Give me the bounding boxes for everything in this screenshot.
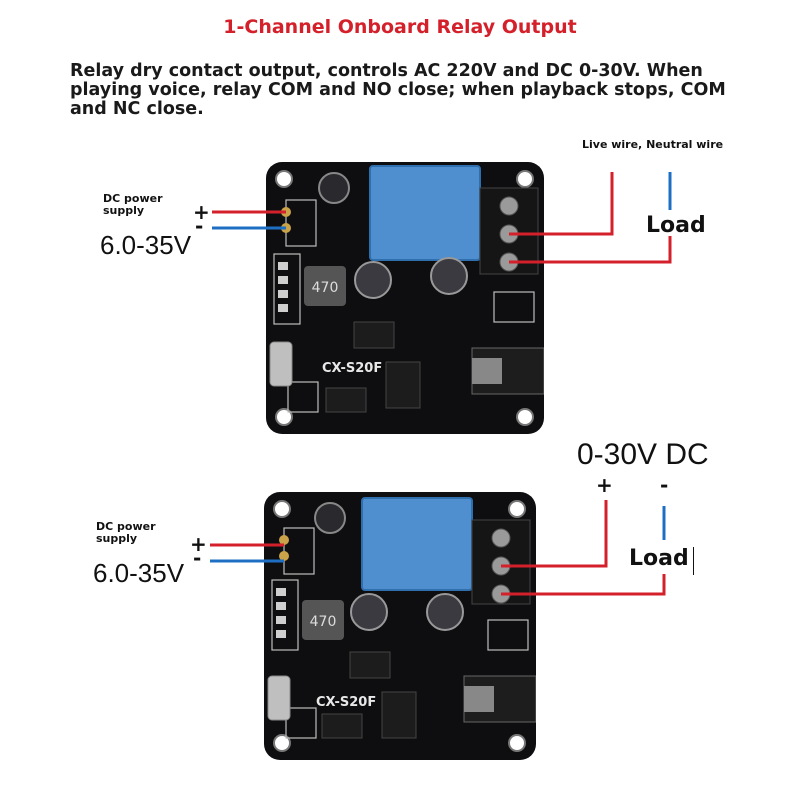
- model-label: CX-S20F: [322, 361, 382, 376]
- page-title: 1-Channel Onboard Relay Output: [223, 16, 577, 38]
- load-wire-bottom: [501, 574, 666, 596]
- wire-label-top: Live wire, Neutral wire: [582, 138, 724, 151]
- live-wire-top: [509, 172, 614, 236]
- load-label-bottom: Load: [629, 546, 689, 571]
- power-label-top: DC power supply: [103, 192, 163, 217]
- voltage-label-top: 6.0-35V: [100, 230, 192, 260]
- supply-positive-wire-bottom: [501, 500, 608, 568]
- supply-label-bottom: 0-30V DC: [577, 438, 709, 471]
- minus-sign-top: -: [195, 214, 204, 238]
- inductor-label: 470: [312, 280, 339, 296]
- plus-sign-bottom: +: [190, 532, 207, 556]
- load-wire-top: [509, 236, 672, 264]
- inductor-label: 470: [310, 614, 337, 630]
- relay-board-top: 470 CX-S20F: [266, 162, 544, 434]
- supply-minus-bottom: -: [660, 473, 669, 497]
- load-label-top: Load: [646, 213, 706, 238]
- description: Relay dry contact output, controls AC 22…: [70, 61, 726, 119]
- minus-sign-bottom: -: [193, 546, 202, 570]
- power-label-bottom: DC power supply: [96, 520, 156, 545]
- voltage-label-bottom: 6.0-35V: [93, 558, 185, 588]
- supply-plus-bottom: +: [596, 473, 613, 497]
- cursor-mark: [693, 547, 694, 575]
- plus-sign-top: +: [193, 200, 210, 224]
- model-label: CX-S20F: [316, 695, 376, 710]
- relay-board-bottom: 470 CX-S20F: [264, 492, 536, 760]
